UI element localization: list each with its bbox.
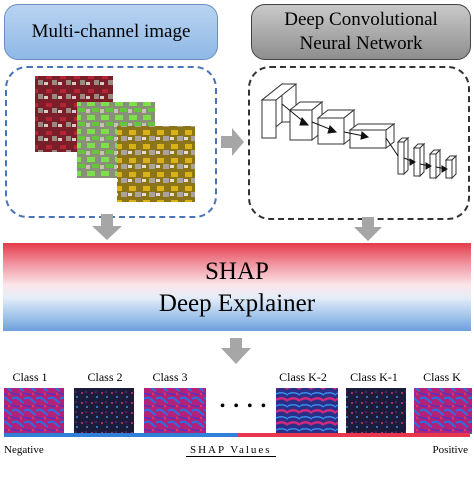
yellow-channel-image (117, 126, 195, 202)
shap-map-class-3 (144, 388, 206, 434)
arrow-cnn-to-shap (354, 217, 382, 241)
output-layer (444, 154, 458, 180)
class-label: Class 1 (12, 370, 48, 384)
deep-explainer-title: Deep Explainer (158, 290, 316, 317)
negative-scale-bar (4, 433, 238, 437)
class-label: Class K-2 (279, 370, 327, 384)
class-label: Class K (423, 370, 461, 384)
shap-map-class-k-2 (276, 388, 338, 434)
arrow-image-to-cnn (221, 128, 244, 156)
positive-label: Positive (432, 444, 468, 456)
class-label: Class 2 (87, 370, 123, 384)
multichannel-image-title: Multi-channel image (31, 21, 191, 42)
cnn-title-line2: Neural Network (299, 33, 423, 54)
dense-layer-3 (428, 148, 442, 180)
shap-explainer-band: SHAP Deep Explainer (3, 243, 471, 331)
shap-map-class-k (414, 388, 472, 434)
cnn-header: Deep Convolutional Neural Network (251, 4, 471, 60)
class-label: Class K-1 (350, 370, 398, 384)
negative-label: Negative (4, 444, 44, 456)
image-stack (35, 76, 195, 202)
dense-layer-2 (412, 142, 426, 178)
cnn-box (248, 66, 470, 220)
cnn-connections (281, 103, 448, 173)
cnn-diagram (260, 82, 458, 180)
shap-title: SHAP (205, 258, 269, 285)
positive-scale-bar (238, 433, 470, 437)
arrow-image-to-shap (92, 214, 122, 240)
class-label: Class 3 (152, 370, 188, 384)
shap-values-label: SHAP Values (186, 444, 276, 457)
ellipsis: • • • • (219, 398, 269, 415)
cnn-title-line1: Deep Convolutional (284, 9, 438, 30)
shap-map-class-1 (4, 388, 64, 434)
arrow-shap-to-classes (221, 338, 251, 364)
conv-block-2 (288, 100, 324, 142)
shap-map-class-2 (74, 388, 134, 434)
shap-map-class-k-1 (346, 388, 406, 434)
multichannel-image-header: Multi-channel image (4, 4, 218, 60)
